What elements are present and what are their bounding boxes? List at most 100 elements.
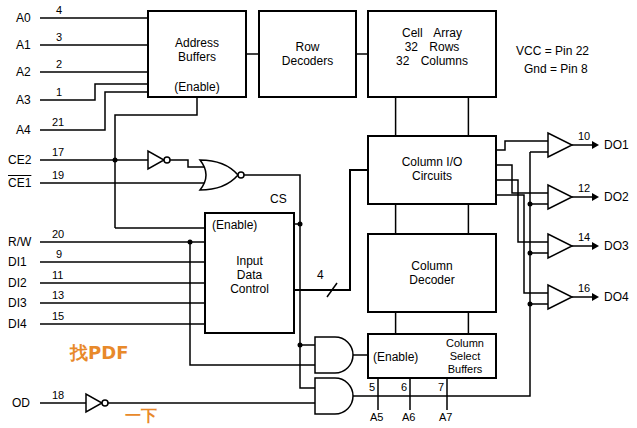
pin-number: 14 <box>578 231 590 243</box>
wire <box>40 323 204 325</box>
pin-number: 11 <box>52 269 63 281</box>
signal-name: DI1 <box>8 255 27 269</box>
and-gate <box>315 337 353 373</box>
pin-number: 20 <box>52 228 64 240</box>
junction-dot <box>528 251 533 256</box>
pin-number: 7 <box>438 381 444 393</box>
output-buffers <box>497 133 599 309</box>
address-wires <box>378 379 447 410</box>
signal-name: CE2 <box>8 153 31 167</box>
block-label: Column Select Buffers <box>435 337 495 376</box>
enable-stubs <box>530 152 548 304</box>
pin-number: 16 <box>578 282 590 294</box>
note: VCC = Pin 22 <box>516 44 589 58</box>
signal-name: A7 <box>439 411 452 424</box>
wire <box>115 98 197 228</box>
block-label: (Enable) <box>149 80 245 94</box>
buffer-bubble <box>102 400 108 406</box>
block-label: Column Decoder <box>401 259 463 287</box>
arrowhead <box>592 141 599 149</box>
block-label: Row Decoders <box>277 40 339 68</box>
pin-number: 19 <box>52 169 64 181</box>
note: Gnd = Pin 8 <box>524 62 588 76</box>
wire <box>115 227 204 229</box>
arrowhead <box>592 242 599 250</box>
pin-number: 18 <box>52 389 64 401</box>
connector <box>396 205 469 233</box>
buffer-symbol <box>548 133 572 157</box>
block-box: Cell Array 32 Rows 32 Columns <box>367 10 497 98</box>
pin-number: 15 <box>52 310 64 322</box>
wire <box>497 165 548 193</box>
wire <box>497 195 548 293</box>
wire <box>40 17 147 19</box>
signal-name: DI3 <box>8 296 27 310</box>
block-label: Cell Array 32 Rows 32 Columns <box>394 26 470 68</box>
junction-dot <box>528 302 533 307</box>
pin-number: 6 <box>401 381 407 393</box>
wire <box>40 261 204 263</box>
signal-name: A2 <box>16 65 31 79</box>
wire <box>40 282 204 284</box>
pin-number: 3 <box>56 31 62 43</box>
enable-logic <box>40 98 315 388</box>
inverter-symbol <box>148 151 164 169</box>
block-box: (Enable)Input Data Control <box>204 212 295 334</box>
wire <box>497 141 548 150</box>
wire <box>40 71 147 73</box>
address-wires <box>40 18 147 130</box>
watermark: 一下 <box>125 406 157 426</box>
wire <box>40 159 148 161</box>
block-box: Row Decoders <box>258 10 357 98</box>
arrowhead <box>592 293 599 301</box>
block-box: Address Buffers (Enable) <box>147 10 247 98</box>
wire <box>497 180 548 242</box>
wire <box>40 182 204 184</box>
buffer-symbol <box>548 234 572 258</box>
connector <box>396 313 469 333</box>
signal-name: A0 <box>16 11 31 25</box>
junction-dot <box>298 343 303 348</box>
block-box: (Enable)Column Select Buffers <box>367 333 497 379</box>
signal-name: OD <box>12 396 30 410</box>
signal-name: CS <box>270 192 287 206</box>
pin-number: 4 <box>56 4 62 16</box>
block-label: Column I/O Circuits <box>398 155 466 183</box>
wire <box>108 402 315 404</box>
block-label: Address Buffers <box>164 36 230 64</box>
inverter-bubble <box>164 157 170 163</box>
signal-name: DO1 <box>604 138 629 152</box>
signal-name: CE1 <box>8 176 31 190</box>
junction-dot <box>188 240 193 245</box>
wire <box>170 160 204 167</box>
block-box: Column I/O Circuits <box>367 135 497 205</box>
signal-name: A5 <box>370 411 383 424</box>
block-label: Input Data Control <box>224 254 276 296</box>
connector <box>295 170 367 290</box>
junction-dot <box>298 222 303 227</box>
pin-number: 21 <box>52 116 64 128</box>
junction-dot <box>528 202 533 207</box>
signal-name: A4 <box>16 123 31 137</box>
signal-name: A1 <box>16 38 31 52</box>
pin-number: 13 <box>52 289 64 301</box>
output-wires <box>572 145 593 297</box>
wire <box>40 44 147 46</box>
wire <box>40 302 204 304</box>
signal-name: DO2 <box>604 190 629 204</box>
pin-number: 9 <box>56 248 62 260</box>
signal-name: R/W <box>8 235 31 249</box>
pin-number: 10 <box>578 130 590 142</box>
buffer-symbol <box>548 185 572 209</box>
signal-name: A3 <box>16 93 31 107</box>
block-box: Column Decoder <box>367 233 497 313</box>
bus-width-label: 4 <box>317 268 324 282</box>
wire <box>353 354 367 356</box>
signal-name: A6 <box>402 411 415 424</box>
arrowhead <box>592 193 599 201</box>
and-gate <box>315 378 353 414</box>
pin-number: 1 <box>56 86 62 98</box>
pin-number: 5 <box>369 381 375 393</box>
buffer-symbol <box>548 285 572 309</box>
